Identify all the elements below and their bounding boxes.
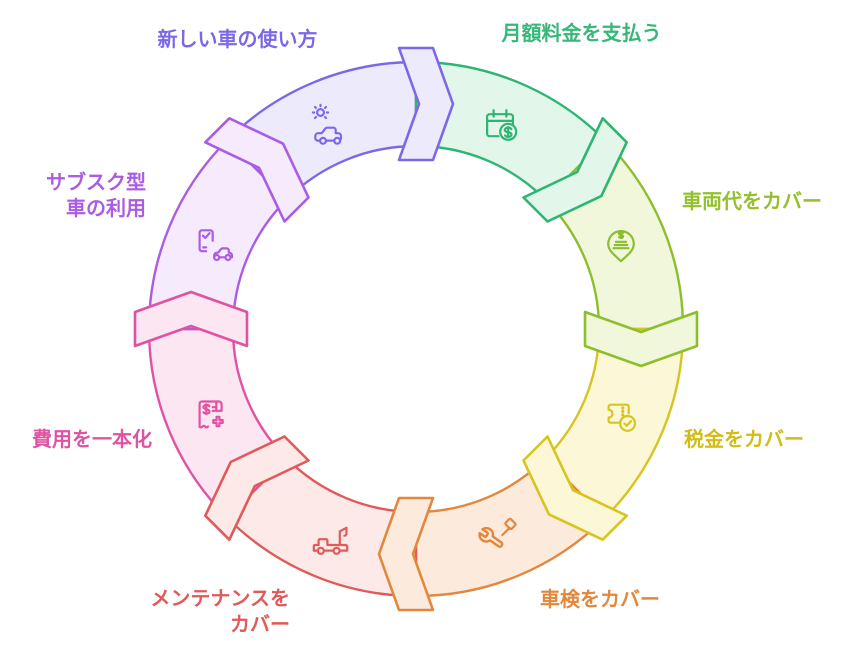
flow-arrows xyxy=(133,46,699,612)
calendar-dollar-icon xyxy=(486,109,518,141)
flow-arrow-subscription-car-use xyxy=(204,117,310,223)
flow-arrow-cover-inspection xyxy=(377,496,435,612)
label-subscription-car-use: サブスク型 車の利用 xyxy=(0,170,146,222)
flow-arrow-consolidate-costs xyxy=(133,290,249,348)
label-cover-maintenance: メンテナンスを カバー xyxy=(110,586,290,638)
label-consolidate-costs: 費用を一本化 xyxy=(0,427,152,453)
label-line: 月額料金を支払う xyxy=(501,23,662,45)
label-line: メンテナンスを xyxy=(150,588,290,610)
label-line: 費用を一本化 xyxy=(32,429,152,451)
tow-truck-icon xyxy=(312,526,349,555)
label-new-car-usage: 新しい車の使い方 xyxy=(120,27,355,53)
flow-arrow-pay-monthly-fee xyxy=(522,117,629,223)
label-line: 車検をカバー xyxy=(540,589,660,611)
label-line: 税金をカバー xyxy=(684,429,804,451)
phone-car-icon xyxy=(198,229,234,262)
flow-arrow-new-car-usage xyxy=(397,46,455,162)
label-line: カバー xyxy=(230,614,290,636)
tools-icon xyxy=(478,517,517,548)
flow-arrow-cover-tax xyxy=(522,435,629,542)
money-pin-icon xyxy=(607,230,635,263)
segment-icons xyxy=(198,103,637,555)
label-pay-monthly-fee: 月額料金を支払う xyxy=(464,21,699,47)
car-sun-icon xyxy=(311,103,343,145)
flow-arrow-cover-maintenance xyxy=(204,435,310,542)
flow-arrow-cover-vehicle-cost xyxy=(583,310,699,368)
receipt-plus-icon xyxy=(198,400,224,429)
label-cover-vehicle-cost: 車両代をカバー xyxy=(682,189,844,215)
label-line: 車両代をカバー xyxy=(682,191,822,213)
ticket-check-icon xyxy=(607,403,637,432)
label-line: 車の利用 xyxy=(66,198,146,220)
label-cover-tax: 税金をカバー xyxy=(684,427,844,453)
label-line: サブスク型 xyxy=(46,172,146,194)
label-cover-inspection: 車検をカバー xyxy=(515,587,685,613)
label-line: 新しい車の使い方 xyxy=(157,29,318,51)
